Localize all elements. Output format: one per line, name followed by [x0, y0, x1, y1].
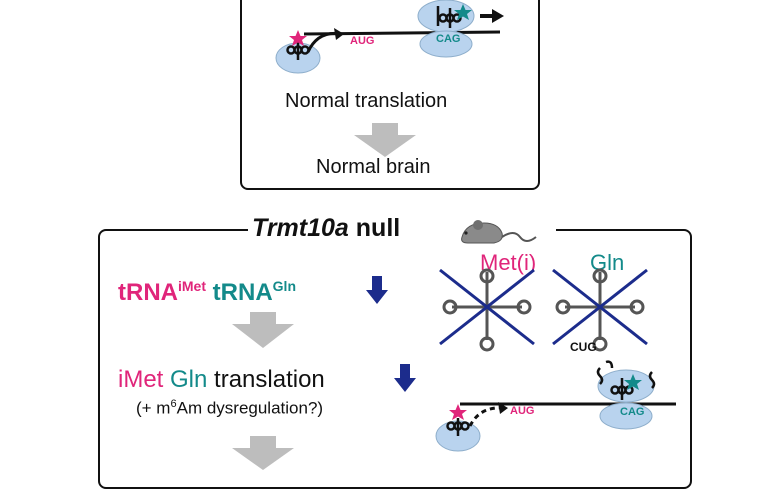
codon-aug-top: AUG [350, 35, 374, 47]
caption-normal-brain: Normal brain [316, 156, 431, 178]
dysreg-pre: (+ m [136, 398, 171, 418]
trna-gln-sup: Gln [272, 278, 297, 294]
trna-levels: tRNAiMet tRNAGln [118, 278, 296, 307]
codon-aug-bottom: AUG [510, 405, 534, 417]
dysreg-sup: 6 [170, 398, 177, 410]
trna-cloverleaf-gln [552, 268, 648, 352]
down-arrow-middle [232, 312, 294, 348]
star-icon-teal-bottom [624, 374, 642, 390]
trna-imet-sup: iMet [178, 278, 206, 294]
ribosome-small-subunit-bottom-right [599, 402, 653, 430]
impaired-translation-illustration: AUG CAG [435, 360, 676, 452]
trna-glyph-ribosome [436, 6, 462, 28]
decrease-arrow-icon-2 [394, 364, 416, 392]
decrease-arrow-icon [366, 276, 388, 304]
mouse-icon [461, 220, 537, 244]
dysreg-post: Am dysregulation?) [176, 398, 324, 418]
codon-cag-top: CAG [436, 33, 460, 45]
title-null: null [348, 214, 401, 242]
gene-name: Trmt10a [252, 214, 349, 242]
star-icon-teal [454, 4, 472, 20]
trans-gln: Gln [170, 366, 208, 393]
trans-word: translation [214, 366, 325, 393]
trna-cloverleaf-met [439, 268, 535, 352]
normal-translation-illustration: AUG CAG [275, 0, 504, 74]
star-icon [289, 30, 307, 46]
caption-normal-translation: Normal translation [285, 90, 448, 112]
trans-imet: iMet [118, 366, 164, 393]
trna-gln-label: tRNAGln [212, 278, 297, 306]
trna-imet-prefix: tRNA [118, 279, 178, 306]
anticodon-cug: CUG [570, 340, 597, 354]
ribosome-large-subunit-bottom [597, 369, 655, 403]
codon-cag-bottom: CAG [620, 406, 644, 418]
down-arrow-top [354, 123, 416, 157]
down-arrow-bottom [232, 436, 294, 470]
trna-gln-prefix: tRNA [212, 279, 273, 306]
trna-imet-label: tRNAiMet [118, 278, 206, 306]
dashed-curved-arrow [468, 406, 505, 427]
panel-title-mask [248, 216, 556, 244]
dysregulation-note: (+ m6Am dysregulation?) [136, 398, 323, 419]
star-icon-bottom [449, 404, 467, 420]
ribosome-small-subunit-right [419, 30, 473, 58]
panel-title: Trmt10a null [252, 214, 400, 243]
translation-line: iMet Gln translation [118, 366, 325, 394]
normal-panel [240, 0, 540, 190]
